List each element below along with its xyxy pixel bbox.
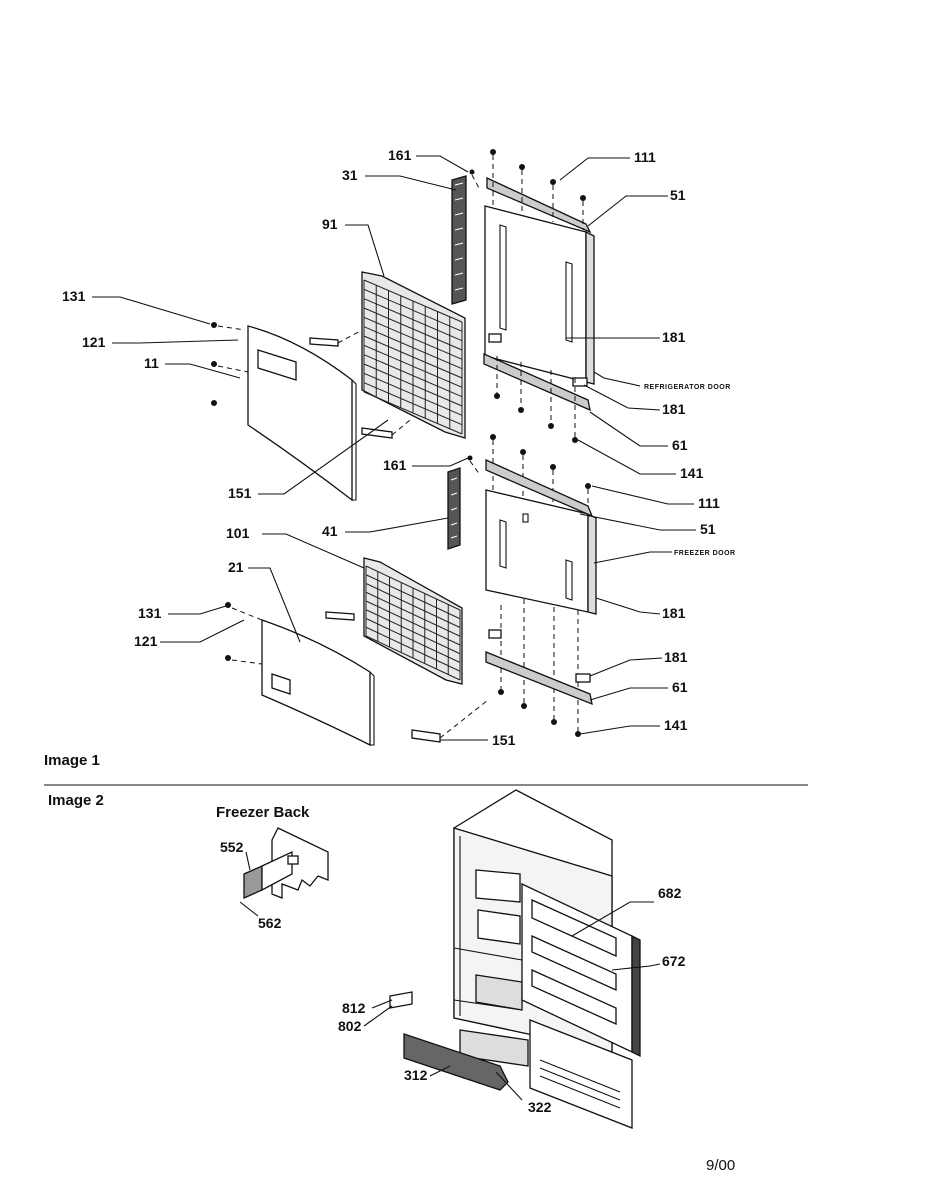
part-61-bottom-rail <box>483 353 591 412</box>
callout-101: 101 <box>226 525 250 541</box>
callout-51: 51 <box>700 521 716 537</box>
part-151-stop <box>325 611 355 621</box>
callout-141: 141 <box>680 465 704 481</box>
part-21-outer-panel <box>261 619 375 747</box>
callout-161: 161 <box>383 457 407 473</box>
part-181-clip <box>572 377 588 387</box>
callout-181: 181 <box>664 649 688 665</box>
refrigerator-door-body <box>484 205 595 385</box>
callout-21: 21 <box>228 559 244 575</box>
callout-111: 111 <box>698 495 720 511</box>
part-91-liner-grid <box>361 271 466 439</box>
callout-121: 121 <box>82 334 106 350</box>
callout-552: 552 <box>220 839 244 855</box>
refrigerator-cabinet <box>389 789 641 1129</box>
callout-181: 181 <box>662 605 686 621</box>
freezer-back-leaders <box>239 851 259 917</box>
part-51-top-rail <box>486 176 592 234</box>
callout-131: 131 <box>138 605 162 621</box>
freezer-back-title: Freezer Back <box>216 804 310 821</box>
callout-161: 161 <box>388 147 412 163</box>
part-181-clip <box>575 673 591 683</box>
callout-51: 51 <box>670 187 686 203</box>
callout-312: 312 <box>404 1067 428 1083</box>
callout-31: 31 <box>342 167 358 183</box>
callout-41: 41 <box>322 523 338 539</box>
callout-682: 682 <box>658 885 682 901</box>
callout-141: 141 <box>664 717 688 733</box>
part-41-strip <box>447 467 461 550</box>
callout-labels: 161 111 31 51 91 131 121 11 181 REFRIGER… <box>62 147 736 748</box>
part-151-stop <box>411 729 441 743</box>
part-151-stop <box>309 337 339 347</box>
part-101-liner-grid <box>363 557 463 685</box>
callout-111: 111 <box>634 149 656 165</box>
callout-812: 812 <box>342 1000 366 1016</box>
callout-61: 61 <box>672 437 688 453</box>
part-181-clip <box>488 629 502 639</box>
callout-11: 11 <box>144 355 159 371</box>
refrigerator-door-label: REFRIGERATOR DOOR <box>644 384 731 391</box>
image-2-caption: Image 2 <box>48 792 104 809</box>
leader-lines <box>92 155 696 741</box>
callout-61: 61 <box>672 679 688 695</box>
callout-322: 322 <box>528 1099 552 1115</box>
part-31-strip <box>451 175 467 305</box>
cabinet-leaders <box>363 901 661 1101</box>
freezer-back-assembly <box>243 827 329 900</box>
revision-date: 9/00 <box>706 1157 735 1174</box>
screws <box>211 149 591 737</box>
part-181-clip <box>488 333 502 343</box>
image-1-caption: Image 1 <box>44 752 100 769</box>
part-11-outer-panel <box>247 325 357 502</box>
part-151-stop <box>361 427 393 439</box>
freezer-door-body <box>485 489 597 615</box>
callout-672: 672 <box>662 953 686 969</box>
part-61-bottom-rail <box>485 651 593 706</box>
callout-802: 802 <box>338 1018 362 1034</box>
callout-91: 91 <box>322 216 338 232</box>
callout-151: 151 <box>492 732 516 748</box>
callout-131: 131 <box>62 288 86 304</box>
callout-151: 151 <box>228 485 252 501</box>
callout-181: 181 <box>662 329 686 345</box>
callout-181: 181 <box>662 401 686 417</box>
callout-562: 562 <box>258 915 282 931</box>
freezer-door-label: FREEZER DOOR <box>674 550 736 557</box>
callout-121: 121 <box>134 633 158 649</box>
